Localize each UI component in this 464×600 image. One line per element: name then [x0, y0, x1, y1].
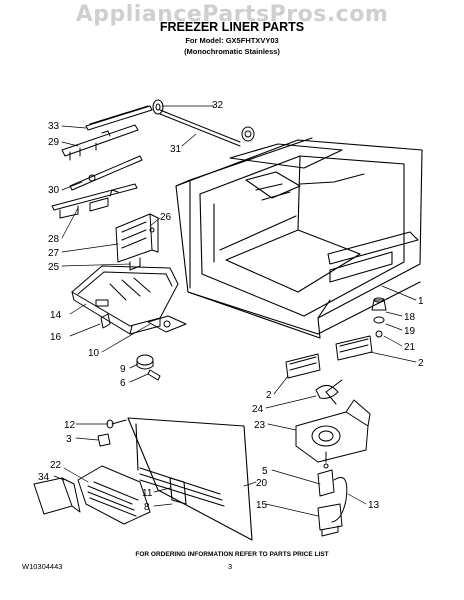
model-line: For Model: GX5FHTXVY03 — [185, 36, 279, 45]
freezer-liner — [175, 137, 423, 339]
callout-19: 19 — [404, 326, 416, 337]
callout-18: 18 — [404, 312, 416, 323]
callout-13: 13 — [368, 500, 380, 511]
lower-rail-assembly — [51, 155, 143, 219]
callout-31: 31 — [170, 144, 182, 155]
callout-numbers: 33 32 29 31 30 26 28 27 25 1 14 18 16 19… — [38, 100, 424, 513]
callout-2-left: 2 — [266, 390, 272, 401]
callout-32: 32 — [212, 100, 224, 111]
callout-8: 8 — [144, 502, 150, 513]
callout-15: 15 — [256, 500, 268, 511]
callout-21: 21 — [404, 342, 416, 353]
callout-28: 28 — [48, 234, 60, 245]
callout-22: 22 — [50, 460, 62, 471]
clip-16 — [100, 313, 111, 329]
callout-24: 24 — [252, 404, 264, 415]
upper-rail-assembly — [61, 105, 153, 161]
basket-tray — [71, 265, 179, 335]
callout-16: 16 — [50, 332, 62, 343]
slide-rod — [152, 99, 255, 147]
leader-lines — [53, 105, 417, 517]
callout-14: 14 — [50, 310, 62, 321]
roller-stack — [371, 297, 387, 338]
bracket-assembly — [115, 213, 159, 271]
gasket-pads — [285, 335, 373, 379]
callout-9: 9 — [120, 364, 126, 375]
callout-12: 12 — [64, 420, 76, 431]
callout-6: 6 — [120, 378, 126, 389]
callout-33: 33 — [48, 121, 60, 132]
damper-knob — [136, 354, 161, 381]
callout-29: 29 — [48, 137, 60, 148]
finish-line: (Monochromatic Stainless) — [184, 47, 280, 56]
page-title: FREEZER LINER PARTS — [159, 20, 305, 34]
page-number: 3 — [228, 562, 233, 571]
document-number: W10304443 — [22, 562, 63, 571]
callout-26: 26 — [160, 212, 172, 223]
callout-5: 5 — [262, 466, 268, 477]
vent-grille — [33, 465, 151, 525]
fan-housing — [295, 379, 371, 463]
rear-cover — [127, 417, 253, 541]
ordering-info: FOR ORDERING INFORMATION REFER TO PARTS … — [135, 551, 329, 558]
callout-27: 27 — [48, 248, 60, 259]
callout-20: 20 — [256, 478, 268, 489]
callout-11: 11 — [142, 488, 153, 499]
callout-23: 23 — [254, 420, 266, 431]
damper-plate — [147, 315, 187, 333]
fan-motor — [317, 451, 348, 537]
callout-2-right: 2 — [418, 358, 424, 369]
callout-34: 34 — [38, 472, 50, 483]
callout-3: 3 — [66, 434, 72, 445]
callout-10: 10 — [88, 348, 100, 359]
watermark: AppliancePartsPros.com — [75, 2, 389, 27]
callout-30: 30 — [48, 185, 60, 196]
callout-25: 25 — [48, 262, 60, 273]
callout-1: 1 — [418, 296, 424, 307]
